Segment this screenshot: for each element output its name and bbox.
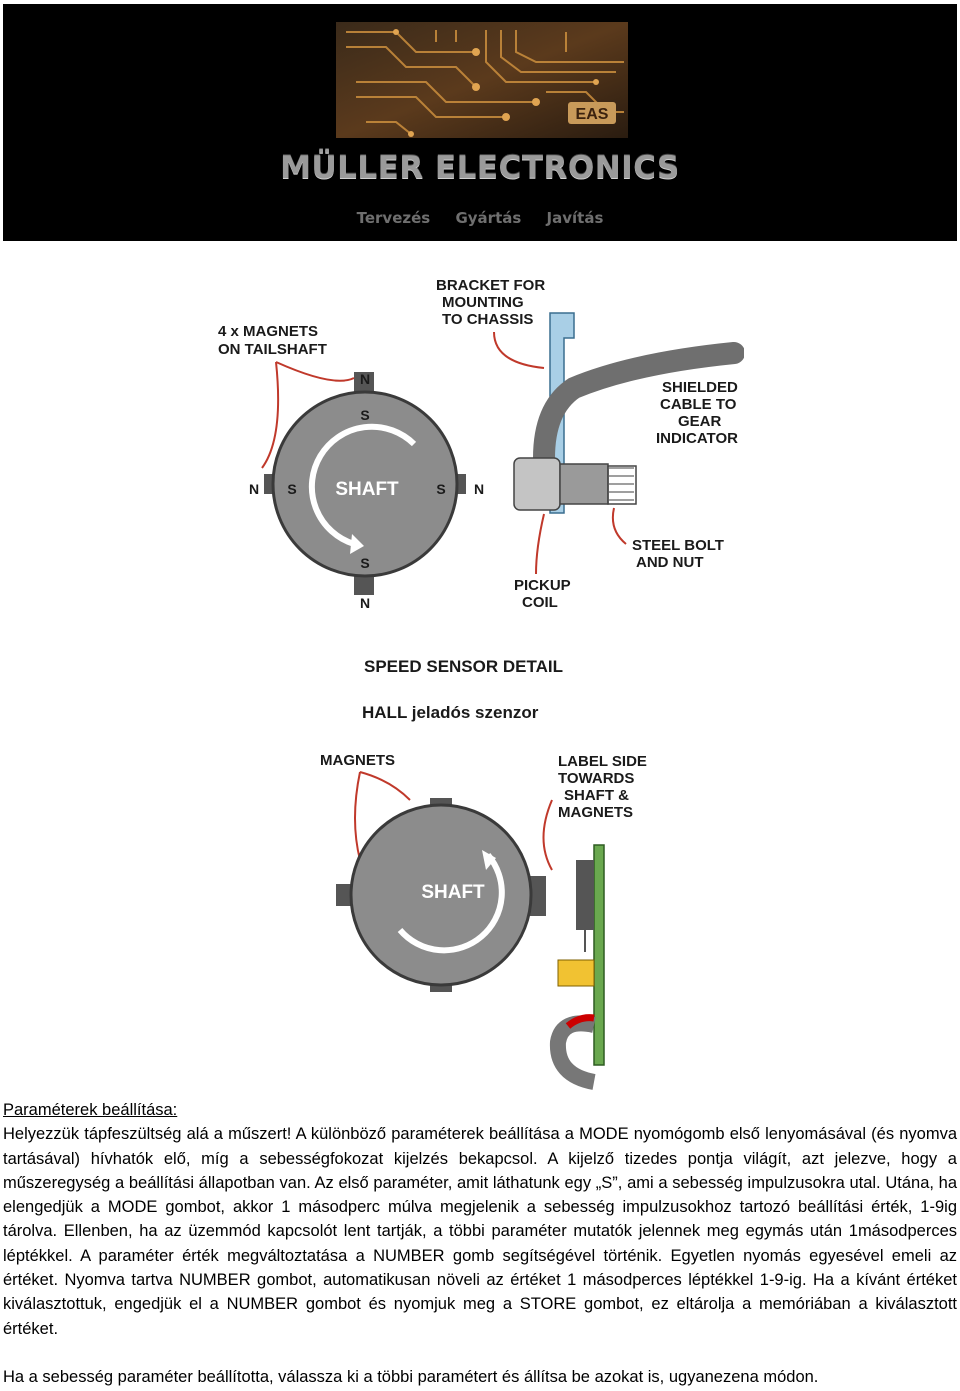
closing-paragraph: Ha a sebesség paraméter beállította, vál… [3, 1367, 819, 1386]
shielded-label-1: SHIELDED [662, 379, 738, 396]
bracket-label-2: MOUNTING [442, 294, 524, 311]
logo-text: EAS [576, 106, 609, 123]
instructions-paragraph: Helyezzük tápfeszültség alá a műszert! A… [3, 1125, 957, 1338]
section-heading: Paraméterek beállítása: [3, 1101, 178, 1119]
nav-item-tervezes[interactable]: Tervezés [356, 209, 431, 227]
label-side-1: LABEL SIDE [558, 753, 647, 770]
diagram1-title: SPEED SENSOR DETAIL [364, 657, 563, 676]
pole-s-top: S [360, 407, 369, 423]
label-side-4: MAGNETS [558, 804, 633, 821]
header-banner: EAS MÜLLER ELECTRONICS Tervezés Gyártás … [3, 4, 957, 241]
pole-n-right: N [474, 481, 484, 497]
hall-sensor-diagram: HALL jeladós szenzor MAGNETS LABEL SIDE … [300, 690, 660, 1095]
hall-sensor-chip [576, 860, 594, 930]
nav-item-javitas[interactable]: Javítás [546, 209, 604, 227]
pole-s-right: S [436, 481, 445, 497]
speed-sensor-diagram: SHAFT N S N S S N S N 4 x MAGNETS ON TAI… [214, 268, 744, 678]
nav-bar: Tervezés Gyártás Javítás [3, 209, 957, 227]
shaft-label: SHAFT [335, 479, 399, 500]
steel-bolt [607, 465, 637, 505]
shielded-label-3: GEAR [678, 413, 722, 430]
circuit-board-image: EAS [336, 22, 628, 138]
magnet-top [354, 372, 374, 394]
bracket-label-1: BRACKET FOR [436, 277, 545, 294]
shaft-disc-2 [349, 803, 533, 987]
pickup-label-2: COIL [522, 594, 558, 611]
magnets-tailshaft-label-1: 4 x MAGNETS [218, 323, 318, 340]
pole-n-left: N [249, 481, 259, 497]
instructions: Paraméterek beállítása: Helyezzük tápfes… [3, 1098, 957, 1389]
bracket-label-3: TO CHASSIS [442, 311, 533, 328]
rotation-arrow [308, 423, 417, 547]
magnet-bottom [354, 573, 374, 595]
shielded-cable [533, 342, 744, 469]
label-side-3: SHAFT & [564, 787, 629, 804]
hall-caption: HALL jeladós szenzor [362, 703, 539, 722]
pole-s-bottom: S [360, 555, 369, 571]
shielded-label-4: INDICATOR [656, 430, 738, 447]
pole-n-bottom: N [360, 595, 370, 611]
magnets-label: MAGNETS [320, 752, 395, 769]
label-side-2: TOWARDS [558, 770, 634, 787]
shaft-label-2: SHAFT [421, 882, 485, 903]
sensor-board [593, 844, 605, 1066]
steel-label-1: STEEL BOLT [632, 537, 724, 554]
steel-label-2: AND NUT [636, 554, 704, 571]
brand-title: MÜLLER ELECTRONICS [280, 150, 680, 186]
pole-n-top: N [360, 371, 370, 387]
nav-item-gyartas[interactable]: Gyártás [455, 209, 522, 227]
mount-block [557, 959, 595, 987]
pole-s-left: S [287, 481, 296, 497]
magnets-tailshaft-label-2: ON TAILSHAFT [218, 341, 327, 358]
shielded-label-2: CABLE TO [660, 396, 737, 413]
pickup-coil [513, 457, 561, 511]
pickup-label-1: PICKUP [514, 577, 571, 594]
